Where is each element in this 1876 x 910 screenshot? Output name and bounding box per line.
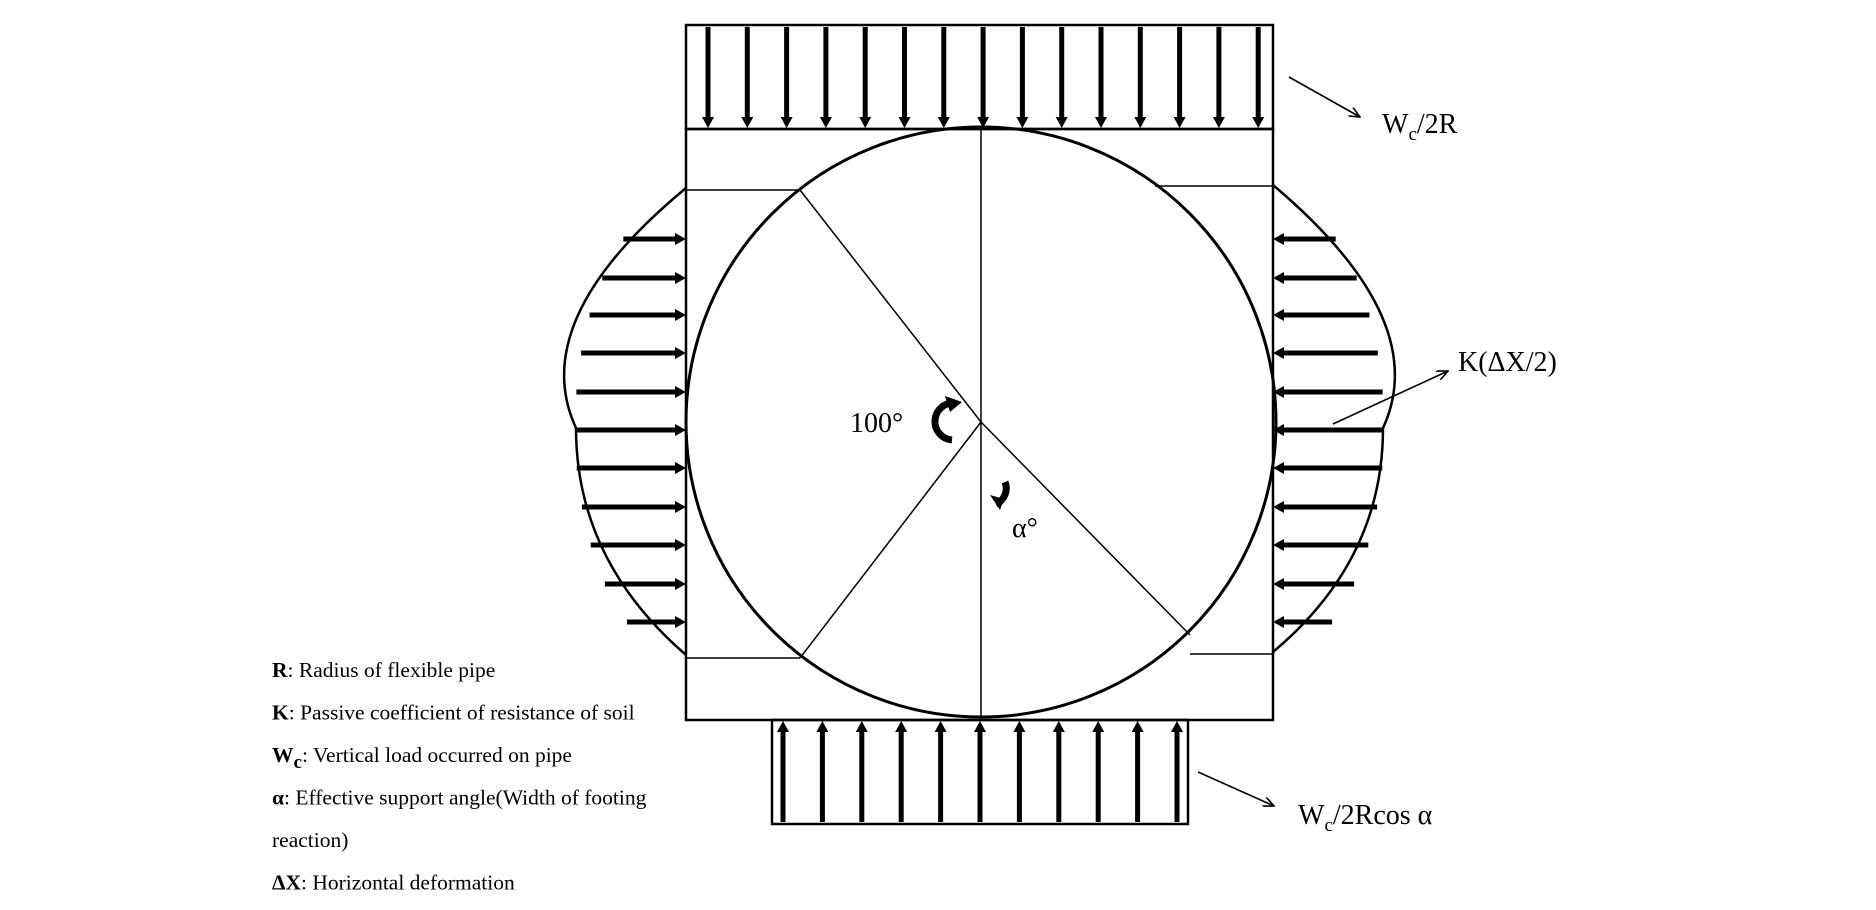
right-pressure-arrow bbox=[1273, 272, 1357, 284]
bottom-reaction-arrow bbox=[1171, 721, 1183, 822]
right-pressure-arrow bbox=[1273, 501, 1378, 513]
legend-line: Wc: Vertical load occurred on pipe bbox=[272, 743, 572, 773]
right-pressure-arrow bbox=[1273, 309, 1370, 321]
bottom-reaction-arrow bbox=[895, 721, 908, 822]
top-load-block bbox=[684, 23, 1275, 131]
radius-lower-left bbox=[799, 421, 982, 659]
pointer-side-pressure bbox=[1332, 371, 1448, 425]
left-pressure-arrow bbox=[576, 462, 686, 474]
bottom-reaction-arrow bbox=[816, 721, 829, 822]
left-pressure-arrow bbox=[602, 272, 686, 284]
legend-text: : Radius of flexible pipe bbox=[288, 658, 496, 682]
legend-symbol: R bbox=[272, 658, 288, 682]
legend-text: reaction) bbox=[272, 828, 348, 852]
top-load-arrow bbox=[780, 27, 793, 128]
label-bottom-load: Wc/2Rcos α bbox=[1298, 800, 1433, 836]
top-load-arrow bbox=[1212, 27, 1225, 128]
legend-line: K: Passive coefficient of resistance of … bbox=[272, 701, 635, 725]
top-load-arrow bbox=[1016, 27, 1029, 128]
left-pressure-arrow bbox=[581, 347, 686, 359]
label-top-load: Wc/2R bbox=[1382, 109, 1458, 145]
bottom-reaction-arrow bbox=[1092, 721, 1105, 822]
label-angle-100: 100° bbox=[850, 408, 903, 439]
legend-text: : Horizontal deformation bbox=[301, 871, 515, 895]
left-pressure-arrow bbox=[581, 501, 686, 513]
top-load-arrow bbox=[977, 27, 990, 128]
right-pressure-arrow bbox=[1273, 424, 1384, 436]
top-load-arrow bbox=[741, 27, 754, 128]
right-pressure-arrow bbox=[1273, 616, 1333, 628]
angle-arc-alpha-head bbox=[990, 495, 1004, 510]
bottom-reaction-arrow bbox=[1013, 721, 1026, 822]
legend-line: reaction) bbox=[272, 828, 348, 852]
bottom-reaction-arrow bbox=[1131, 721, 1144, 822]
legend-symbol: α bbox=[272, 786, 284, 810]
top-load-arrow bbox=[937, 27, 950, 128]
angle-arc-100-head bbox=[945, 396, 962, 412]
top-load-arrow bbox=[702, 27, 714, 128]
top-load-arrow bbox=[1095, 27, 1107, 128]
bottom-reaction-arrows bbox=[777, 721, 1183, 822]
top-load-arrow bbox=[1173, 27, 1186, 128]
top-load-arrows bbox=[702, 27, 1265, 128]
label-angle-alpha: α° bbox=[1012, 513, 1038, 544]
label-side-pressure: K(ΔX/2) bbox=[1458, 347, 1557, 378]
left-pressure-arrow bbox=[575, 424, 686, 436]
left-pressure-arrow bbox=[623, 233, 686, 245]
legend-text: : Passive coefficient of resistance of s… bbox=[289, 701, 635, 725]
legend-text: : Effective support angle(Width of footi… bbox=[284, 786, 647, 810]
top-load-arrow bbox=[898, 27, 911, 128]
left-pressure-arrow bbox=[576, 386, 686, 398]
bottom-reaction-arrow bbox=[855, 721, 868, 822]
top-load-arrow bbox=[859, 27, 872, 128]
left-pressure-arrow bbox=[626, 616, 686, 628]
radius-lower-right bbox=[980, 421, 1191, 636]
legend-text: : Vertical load occurred on pipe bbox=[302, 743, 572, 767]
top-load-arrow bbox=[1252, 27, 1265, 128]
legend-line: α: Effective support angle(Width of foot… bbox=[272, 786, 647, 810]
legend-line: R: Radius of flexible pipe bbox=[272, 658, 495, 682]
pointer-bottom-load bbox=[1197, 771, 1274, 806]
top-load-arrow bbox=[1055, 27, 1068, 128]
bottom-reaction-arrow bbox=[934, 721, 947, 822]
legend-symbol-sub: c bbox=[294, 752, 302, 773]
right-pressure-arrow bbox=[1273, 462, 1383, 474]
legend-symbol: W bbox=[272, 743, 294, 767]
right-pressure-arrow bbox=[1273, 386, 1383, 398]
top-load-arrow bbox=[1134, 27, 1147, 128]
bottom-reaction-arrow bbox=[1052, 721, 1065, 822]
radius-upper-left bbox=[799, 189, 982, 423]
legend-symbol: K bbox=[272, 701, 289, 725]
legend-line: ΔX: Horizontal deformation bbox=[272, 871, 515, 895]
legend-symbol: ΔX bbox=[272, 871, 301, 895]
right-pressure-arrows bbox=[1273, 233, 1384, 628]
pointer-top-load bbox=[1288, 76, 1360, 117]
right-pressure-arrow bbox=[1273, 539, 1369, 551]
bottom-reaction-arrow bbox=[777, 721, 789, 822]
right-pressure-arrow bbox=[1273, 578, 1355, 590]
left-pressure-arrow bbox=[589, 309, 686, 321]
bottom-reaction-arrow bbox=[974, 721, 986, 822]
left-pressure-arrows bbox=[575, 233, 686, 628]
left-pressure-arrow bbox=[590, 539, 686, 551]
top-load-arrow bbox=[819, 27, 832, 128]
left-pressure-arrow bbox=[604, 578, 686, 590]
right-pressure-arrow bbox=[1273, 347, 1378, 359]
right-pressure-arrow bbox=[1273, 233, 1336, 245]
